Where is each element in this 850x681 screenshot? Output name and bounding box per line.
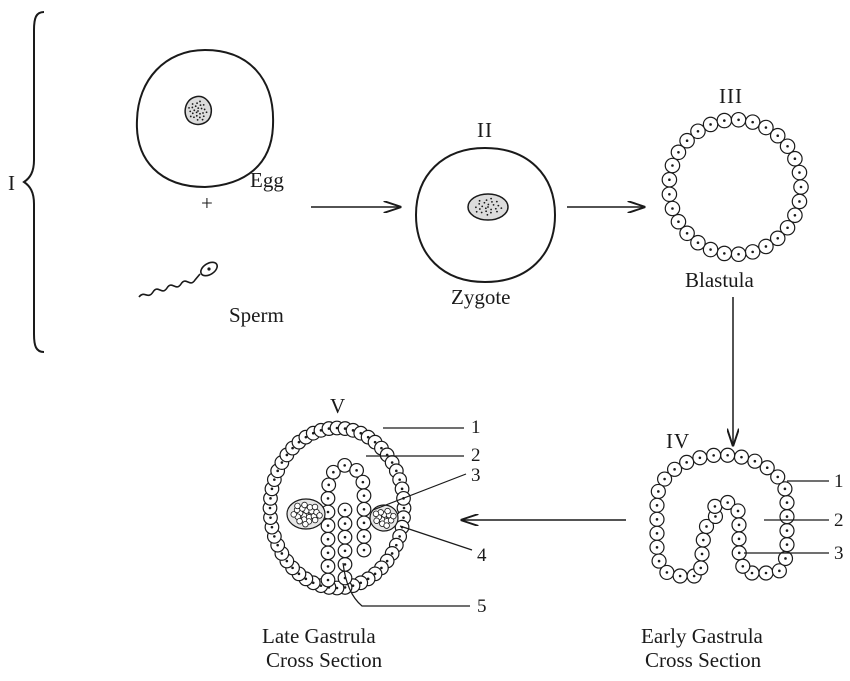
stage-1-bracket [24,12,44,352]
late-callout-2: 2 [471,445,481,466]
early-callout-3: 3 [834,543,844,564]
late-callout-4: 4 [477,545,487,566]
early-callout-2: 2 [834,510,844,531]
early-gastrula-cells [650,448,794,583]
plus-sign: + [201,191,213,215]
sperm-label: Sperm [229,303,284,327]
late-callout-5: 5 [477,596,487,617]
late-callout-1: 1 [471,417,481,438]
blastula-label: Blastula [685,268,755,292]
zygote-label: Zygote [451,285,510,309]
zygote-cell [416,148,555,282]
stage-1-label: I [8,171,16,195]
blastula-ring [662,113,808,262]
stage-2-label: II [477,118,493,142]
late-callout-3: 3 [471,465,481,486]
early-gastrula-label-line2: Cross Section [645,648,762,672]
late-gastrula-label-line1: Late Gastrula [262,624,376,648]
stage-5-label: V [330,394,346,418]
early-callout-1: 1 [834,471,844,492]
egg-label: Egg [250,168,284,192]
stage-4-label: IV [666,429,690,453]
late-gastrula-label-line2: Cross Section [266,648,383,672]
sperm-cell [139,260,220,297]
early-gastrula-label-line1: Early Gastrula [641,624,764,648]
stage-3-label: III [719,84,743,108]
egg-cell [137,50,273,187]
